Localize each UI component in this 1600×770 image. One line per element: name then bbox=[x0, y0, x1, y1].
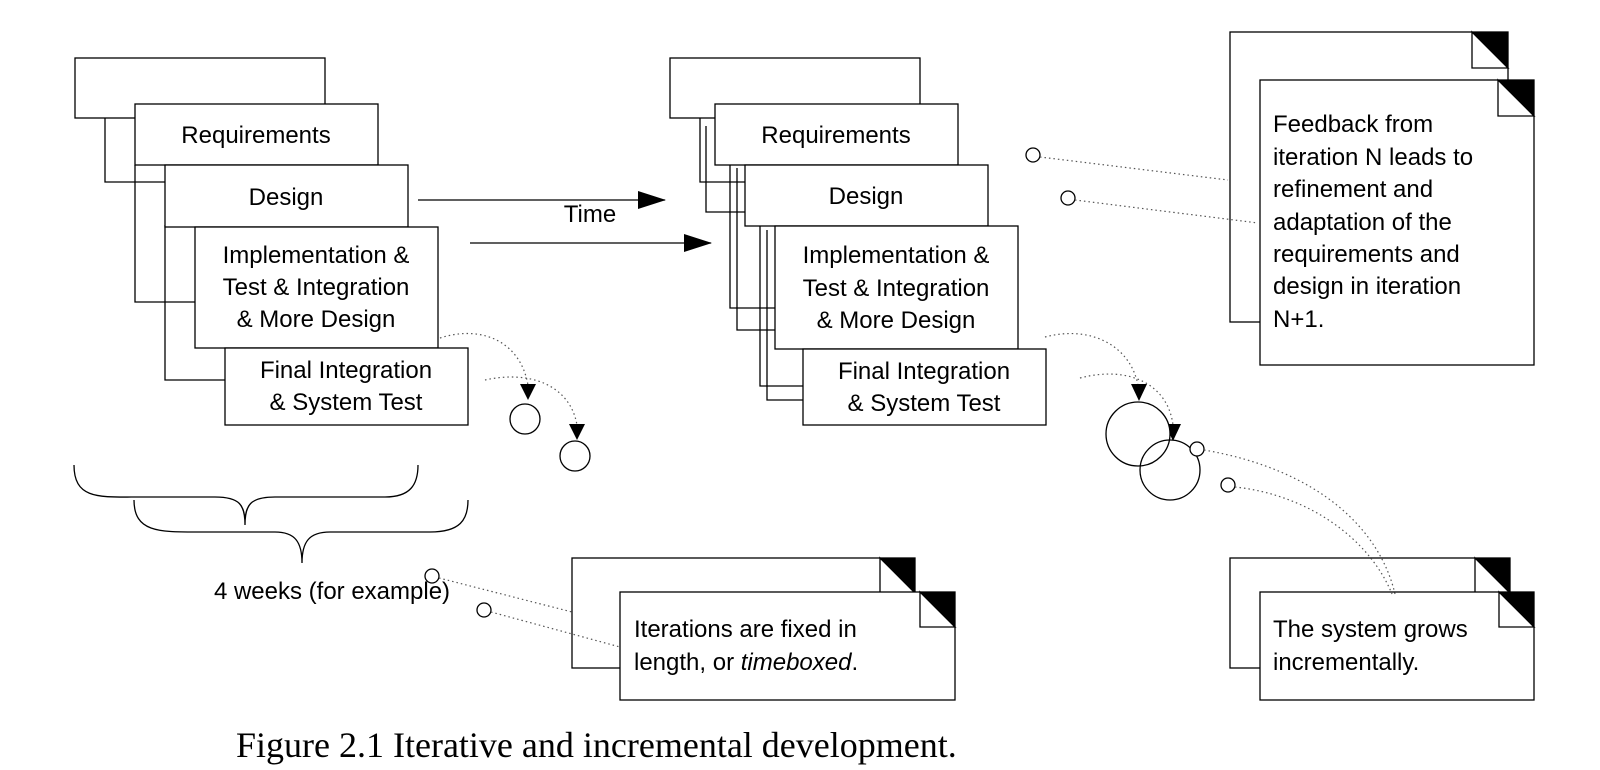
timeboxed-note-line-2-prefix: length, or bbox=[634, 649, 741, 676]
iteration-1-system-circle-2 bbox=[559, 440, 591, 472]
iteration-1-stack: Requirements Design Implementation & Tes… bbox=[74, 57, 469, 426]
grows-callout-anchor-2 bbox=[1220, 477, 1236, 493]
feedback-note-front-fold-edge bbox=[1497, 78, 1536, 117]
duration-label: 4 weeks (for example) bbox=[214, 578, 450, 605]
iteration-1-implementation-box bbox=[194, 226, 439, 349]
figure-caption: Figure 2.1 Iterative and incremental dev… bbox=[236, 725, 957, 765]
grows-note-front-fold-edge bbox=[1498, 590, 1536, 628]
grows-note-front-page bbox=[1259, 591, 1535, 701]
feedback-note-line-3: refinement and bbox=[1273, 176, 1433, 203]
timeboxed-note-emphasis: timeboxed bbox=[741, 649, 852, 676]
iteration-2-system-circle-2 bbox=[1139, 439, 1201, 501]
iteration-2-stack: Requirements Design Implementation & Tes… bbox=[669, 57, 1047, 426]
iteration-2-final-box bbox=[802, 348, 1047, 426]
grows-note-line-1: The system grows bbox=[1273, 616, 1468, 643]
timeboxed-note-front-page bbox=[619, 591, 956, 701]
grows-note-line-2: incrementally. bbox=[1273, 649, 1419, 676]
iteration-1-implementation-line-2: Test & Integration bbox=[223, 274, 410, 301]
feedback-note-back-fold-edge bbox=[1471, 30, 1510, 69]
feedback-note-front-page bbox=[1259, 79, 1535, 366]
feedback-note-line-7: N+1. bbox=[1273, 306, 1324, 333]
time-label: Time bbox=[564, 201, 616, 228]
iteration-1-connector-2 bbox=[134, 165, 195, 303]
iteration-2-implementation-line-3: & More Design bbox=[817, 307, 976, 334]
grows-callout-line-2 bbox=[1234, 486, 1393, 595]
feedback-callout-line-1 bbox=[1039, 156, 1229, 181]
iteration-2-connector-2b bbox=[736, 168, 775, 331]
feedback-note-line-4: adaptation of the bbox=[1273, 209, 1452, 236]
iteration-2-output-link-1 bbox=[1044, 333, 1139, 386]
timeboxed-note: Iterations are fixed in length, or timeb… bbox=[571, 556, 957, 701]
feedback-note: Feedback from iteration N leads to refin… bbox=[1229, 30, 1536, 366]
iteration-2-design-label: Design bbox=[829, 183, 904, 210]
iteration-1-output-arrowhead-2 bbox=[569, 424, 585, 440]
iteration-1-implementation-line-1: Implementation & bbox=[223, 242, 410, 269]
timeboxed-callout-anchor-2 bbox=[476, 602, 492, 618]
duration-brace-lower bbox=[133, 499, 469, 564]
iteration-2-connector-3b bbox=[766, 230, 803, 401]
iteration-1-final-line-2: & System Test bbox=[270, 389, 423, 416]
iteration-2-system-circle-1 bbox=[1105, 401, 1171, 467]
duration-brace-upper bbox=[73, 464, 419, 526]
timeboxed-note-line-2-suffix: . bbox=[851, 649, 858, 676]
iteration-1-design-label: Design bbox=[249, 184, 324, 211]
iteration-1-design-box bbox=[164, 164, 409, 228]
iteration-1-requirements-box bbox=[134, 103, 379, 166]
iteration-2-implementation-line-2: Test & Integration bbox=[803, 275, 990, 302]
timeboxed-note-front-fold-edge bbox=[919, 590, 957, 628]
feedback-note-line-6: design in iteration bbox=[1273, 273, 1461, 300]
feedback-callout-line-2 bbox=[1074, 199, 1259, 224]
timeboxed-note-line-2: length, or timeboxed. bbox=[634, 649, 858, 676]
iteration-1-system-circle-1 bbox=[509, 403, 541, 435]
iteration-2-requirements-box bbox=[714, 103, 959, 166]
feedback-note-line-1: Feedback from bbox=[1273, 111, 1433, 138]
iteration-2-final-line-2: & System Test bbox=[848, 390, 1001, 417]
iteration-2-design-box bbox=[744, 164, 989, 227]
feedback-note-line-2: iteration N leads to bbox=[1273, 144, 1473, 171]
iteration-1-final-box bbox=[224, 347, 469, 426]
iteration-1-connector-3 bbox=[164, 225, 225, 381]
grows-note: The system grows incrementally. bbox=[1229, 556, 1536, 701]
iteration-2-output-arrowhead-1 bbox=[1131, 384, 1147, 401]
feedback-callout-anchor-2 bbox=[1060, 190, 1076, 206]
iteration-2-requirements-label: Requirements bbox=[761, 122, 910, 149]
timeboxed-note-line-1: Iterations are fixed in bbox=[634, 616, 857, 643]
timeboxed-callout-anchor-1 bbox=[424, 568, 440, 584]
iteration-1-output-arrowhead-1 bbox=[520, 384, 536, 400]
iteration-2-connector-3 bbox=[759, 226, 803, 387]
grows-callout-anchor-1 bbox=[1189, 441, 1205, 457]
iteration-1-implementation-line-3: & More Design bbox=[237, 306, 396, 333]
iteration-1-connector-1 bbox=[104, 118, 165, 183]
feedback-callout-anchor-1 bbox=[1025, 147, 1041, 163]
iteration-1-output-link-2 bbox=[484, 376, 578, 426]
iteration-2-connector-1b bbox=[705, 126, 745, 213]
iteration-1-requirements-label: Requirements bbox=[181, 122, 330, 149]
iteration-1-final-line-1: Final Integration bbox=[260, 357, 432, 384]
timeboxed-callout-line-1 bbox=[438, 577, 573, 613]
iteration-2-final-line-1: Final Integration bbox=[838, 358, 1010, 385]
iteration-1-output-link-1 bbox=[439, 332, 529, 386]
iteration-2-implementation-line-1: Implementation & bbox=[803, 242, 990, 269]
feedback-note-line-5: requirements and bbox=[1273, 241, 1460, 268]
